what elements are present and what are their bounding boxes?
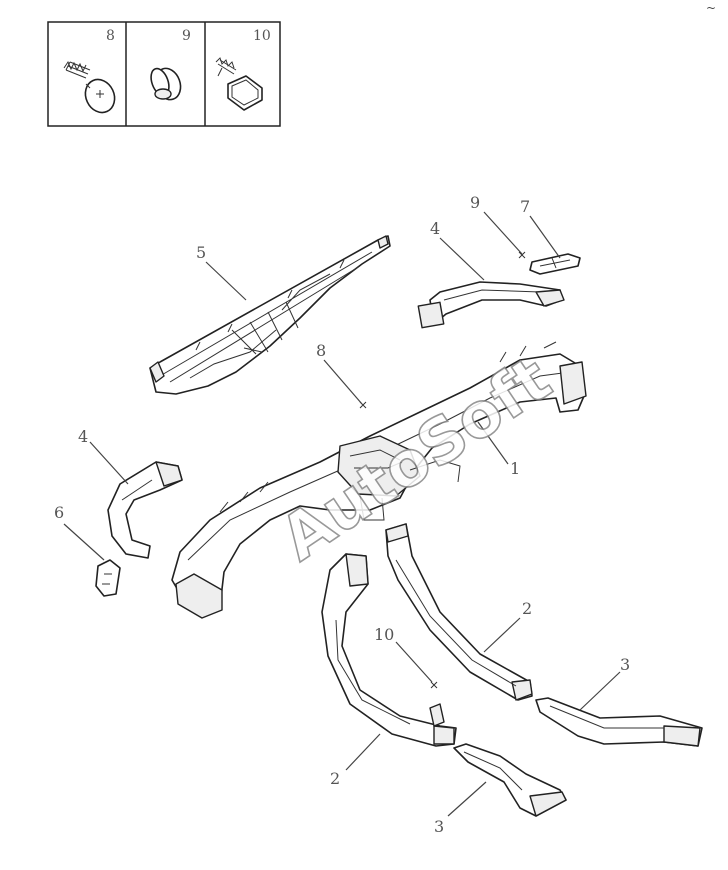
part-4-upper-duct [417, 281, 565, 329]
leader-lines [63, 211, 621, 817]
fastener-inset: 8 9 10 [47, 21, 281, 127]
part-3-lower-duct [453, 743, 567, 817]
callout-5: 5 [196, 243, 206, 262]
part-7-bracket [529, 253, 581, 275]
callout-2-right: 2 [522, 599, 532, 618]
callout-6: 6 [54, 503, 64, 522]
inset-label-10: 10 [253, 28, 271, 44]
callout-7: 7 [520, 197, 530, 216]
part-1-main-duct [171, 341, 587, 619]
callout-9: 9 [470, 193, 480, 212]
part-3-right-duct [535, 697, 703, 747]
callout-4-upper: 4 [430, 219, 440, 238]
callout-3-right: 3 [620, 655, 630, 674]
inset-label-8: 8 [106, 28, 115, 44]
callout-4-left: 4 [78, 427, 88, 446]
fastener-9-marker [518, 251, 526, 259]
callout-8: 8 [316, 341, 326, 360]
corner-mark: ~ [706, 1, 716, 15]
part-6-bracket [95, 559, 121, 597]
part-2-left-duct [321, 553, 457, 747]
part-5-defroster-frame [149, 235, 391, 395]
screw-icon [63, 60, 116, 114]
clip-icon [150, 67, 182, 101]
callout-2-left: 2 [330, 769, 340, 788]
part-2-right-duct [385, 523, 533, 701]
part-4-left-duct [107, 461, 183, 559]
fastener-10-marker [430, 681, 438, 689]
callout-1: 1 [510, 459, 520, 478]
callout-3-lower: 3 [434, 817, 444, 836]
callout-10: 10 [374, 625, 394, 644]
bolt-icon [215, 57, 263, 111]
inset-label-9: 9 [182, 28, 191, 44]
